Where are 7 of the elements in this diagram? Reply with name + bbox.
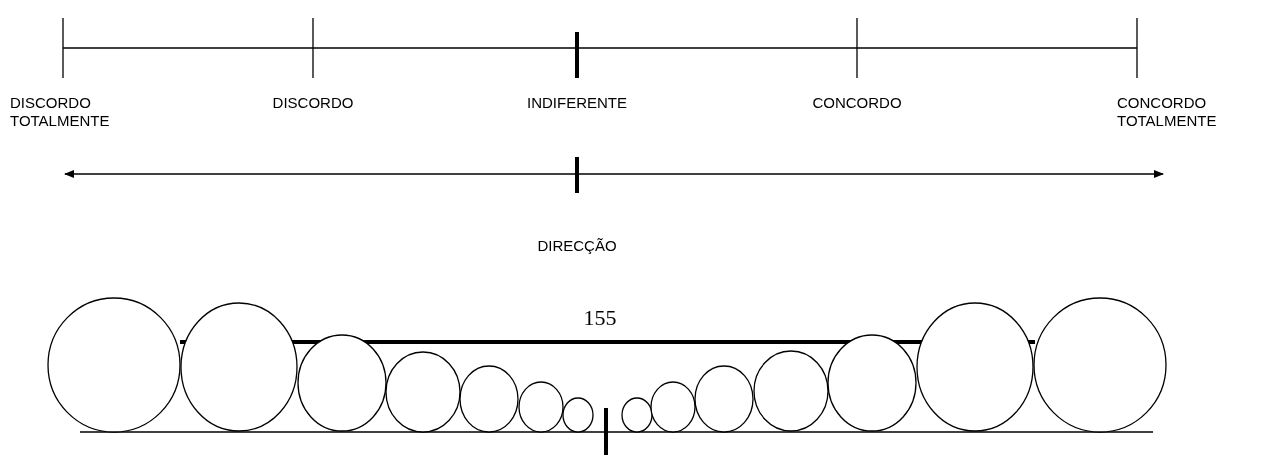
scale-label: DISCORDO: [271, 94, 355, 112]
scale-label: DISCORDO TOTALMENTE: [10, 94, 111, 130]
value-label: 155: [582, 306, 618, 330]
direction-label: DIRECÇÃO: [536, 237, 618, 255]
scale-label: INDIFERENTE: [526, 94, 628, 112]
scale-label: CONCORDO: [811, 94, 903, 112]
scale-label: CONCORDO TOTALMENTE: [1117, 94, 1218, 130]
